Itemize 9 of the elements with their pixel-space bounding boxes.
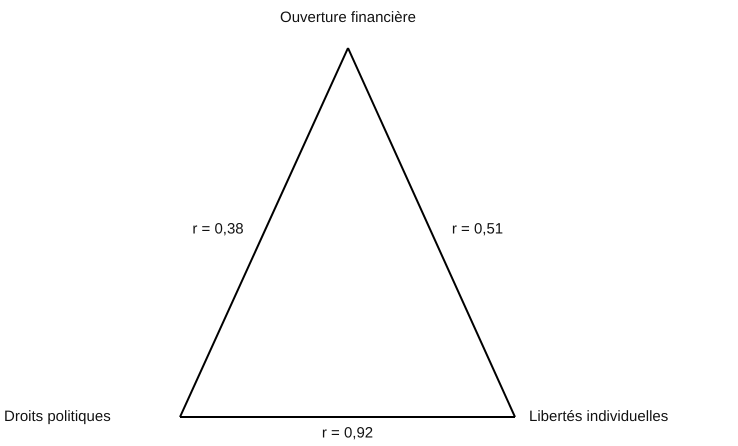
edge-label: r = 0,38 [190,220,246,237]
triangle-side [347,48,516,418]
edge-label: r = 0,51 [450,220,506,237]
edge-label: r = 0,92 [320,424,376,442]
triangle-side [179,48,349,418]
triangle-side [180,416,515,418]
node-label: Droits politiques [4,408,111,425]
node-label: Libertés individuelles [529,408,668,425]
node-label: Ouverture financière [280,9,416,26]
